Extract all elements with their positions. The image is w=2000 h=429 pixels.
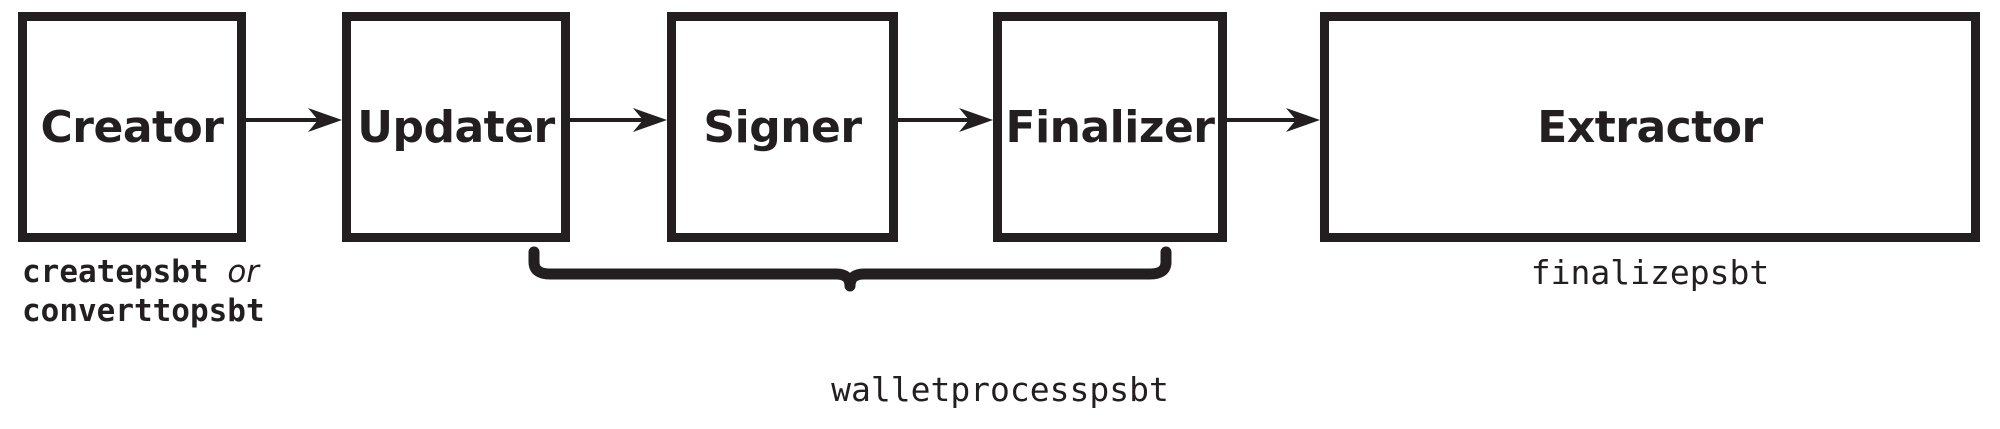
arrow-updater-to-signer — [570, 108, 667, 132]
stage-label-extractor: Extractor — [1537, 101, 1763, 153]
caption-creator-command-1: createpsbt — [22, 254, 209, 290]
stage-label-updater: Updater — [357, 101, 555, 153]
arrow-finalizer-to-extractor — [1227, 108, 1320, 132]
stage-box-creator: Creator — [18, 12, 246, 242]
brace-updater-to-finalizer — [528, 246, 1172, 292]
caption-creator-line2: converttopsbt — [22, 292, 265, 331]
stage-label-signer: Signer — [703, 101, 862, 153]
stage-label-finalizer: Finalizer — [1005, 101, 1215, 153]
stage-box-signer: Signer — [667, 12, 898, 242]
arrow-creator-to-updater — [246, 108, 342, 132]
caption-creator: createpsbt or converttopsbt — [22, 253, 265, 331]
stage-box-extractor: Extractor — [1320, 12, 1980, 242]
caption-creator-conjunction: or — [227, 254, 260, 290]
stage-box-updater: Updater — [342, 12, 570, 242]
arrow-signer-to-finalizer — [898, 108, 993, 132]
stage-box-finalizer: Finalizer — [993, 12, 1227, 242]
stage-label-creator: Creator — [40, 101, 224, 153]
caption-extractor-command: finalizepsbt — [1530, 253, 1770, 292]
caption-creator-command-2: converttopsbt — [22, 292, 265, 329]
brace-label-walletprocesspsbt: walletprocesspsbt — [831, 370, 1169, 409]
caption-creator-line1: createpsbt or — [22, 253, 265, 292]
caption-extractor: finalizepsbt — [1320, 253, 1980, 292]
